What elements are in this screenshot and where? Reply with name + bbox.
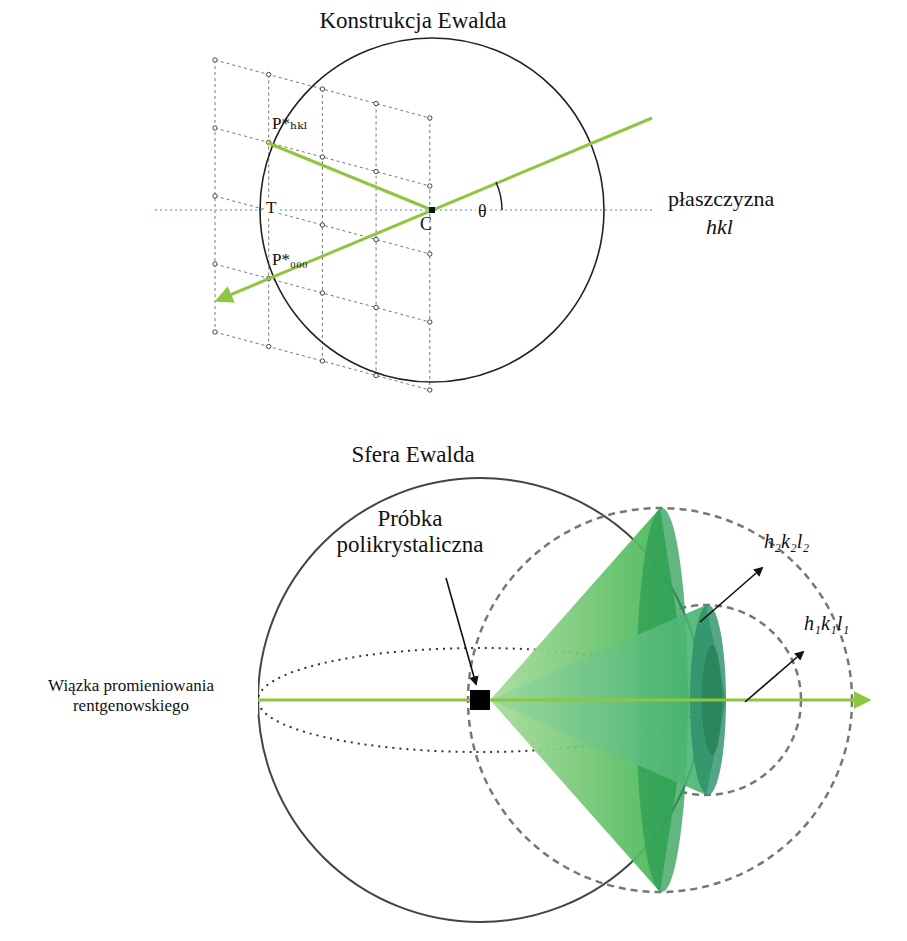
plane-label: płaszczyzna bbox=[668, 186, 774, 211]
lattice-point bbox=[320, 223, 324, 227]
sample-leader bbox=[446, 578, 476, 684]
center-point bbox=[429, 207, 435, 213]
figure-title: Sfera Ewalda bbox=[351, 442, 474, 468]
lattice-point bbox=[213, 330, 217, 334]
reflection-label: h₁k₁l₁ bbox=[804, 612, 849, 635]
xray-beam-out bbox=[256, 699, 868, 702]
lattice-point bbox=[374, 101, 378, 105]
lattice-point bbox=[374, 169, 378, 173]
point-label: P*₀₀₀ bbox=[272, 250, 308, 270]
plane-label: hkl bbox=[706, 214, 733, 239]
sample-square bbox=[470, 690, 490, 710]
lattice-line bbox=[215, 60, 430, 118]
leader-h1k1l1 bbox=[745, 652, 803, 702]
point-label: P*ₕₖₗ bbox=[272, 114, 308, 134]
lattice-point bbox=[213, 58, 217, 62]
plane-line bbox=[155, 209, 655, 211]
lattice-point bbox=[320, 87, 324, 91]
angle-label: θ bbox=[476, 201, 489, 222]
lattice-point bbox=[428, 184, 432, 188]
lattice-point bbox=[428, 388, 432, 392]
lattice-point bbox=[213, 194, 217, 198]
incident-beam bbox=[218, 118, 652, 300]
lattice-point bbox=[213, 262, 217, 266]
lattice-line bbox=[215, 332, 430, 390]
lattice-point bbox=[428, 320, 432, 324]
lattice-point bbox=[428, 252, 432, 256]
lattice-line bbox=[215, 264, 430, 322]
reflection-label: h₂k₂l₂ bbox=[764, 530, 809, 553]
point-label: T bbox=[264, 198, 278, 218]
beam-label: Wiązka promieniowania rentgenowskiego bbox=[4, 676, 258, 715]
figure-title: Konstrukcja Ewalda bbox=[319, 8, 506, 34]
lattice-point bbox=[267, 344, 271, 348]
lattice-point bbox=[320, 291, 324, 295]
lattice-point bbox=[267, 72, 271, 76]
lattice-point bbox=[428, 116, 432, 120]
lattice-point bbox=[374, 237, 378, 241]
lattice-point bbox=[320, 359, 324, 363]
point-label: C bbox=[420, 214, 432, 235]
lattice-point bbox=[374, 305, 378, 309]
lattice-line bbox=[215, 128, 430, 186]
diffracted-beam bbox=[268, 143, 432, 210]
theta-arc bbox=[496, 182, 502, 210]
leader-h2k2l2 bbox=[700, 568, 762, 622]
sample-label: Próbka polikrystaliczna bbox=[310, 506, 510, 559]
lattice-point bbox=[320, 155, 324, 159]
ewald-circle bbox=[260, 38, 604, 382]
lattice-point bbox=[213, 126, 217, 130]
